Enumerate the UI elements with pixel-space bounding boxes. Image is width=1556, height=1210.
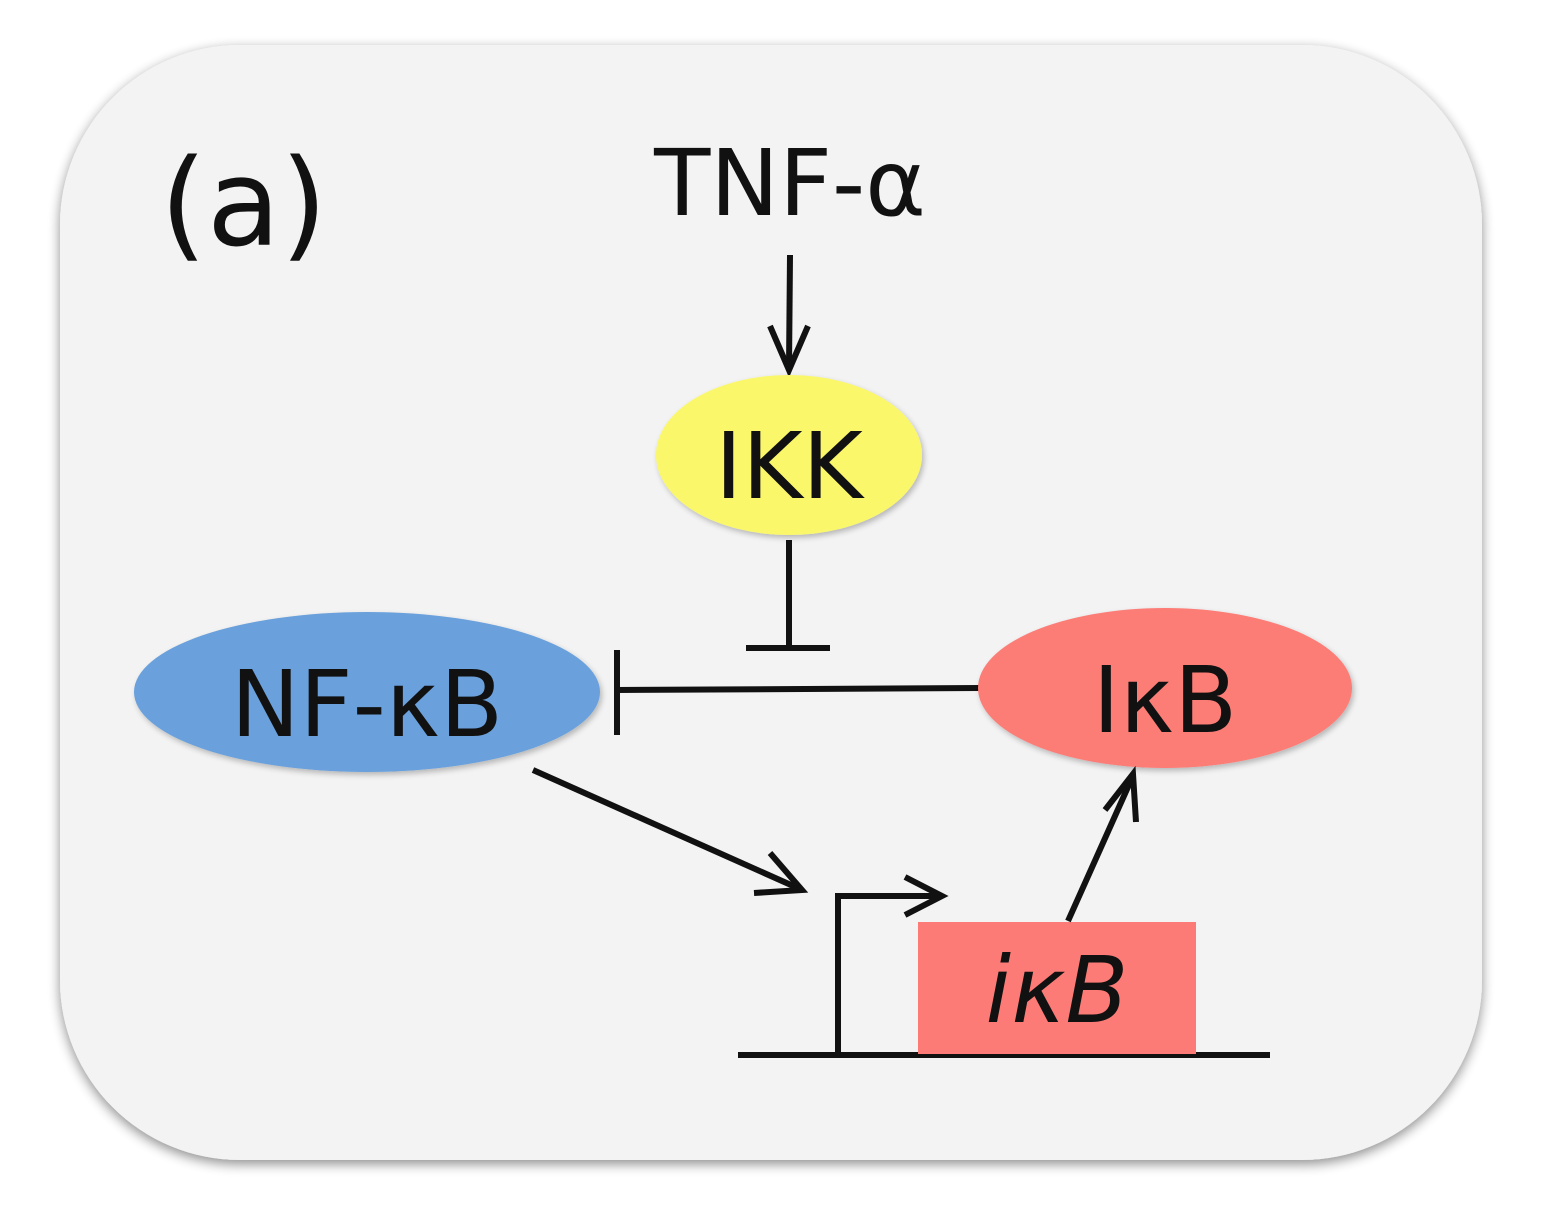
- ikb-gene-box: [918, 922, 1196, 1054]
- nfkb-label: NF-κB: [231, 651, 503, 758]
- ikb-protein-label: IκB: [1093, 647, 1237, 754]
- node-ikk: IKK: [656, 375, 922, 535]
- ikb-ellipse: [978, 608, 1352, 768]
- nfkb-ellipse: [134, 612, 600, 772]
- ikk-label: IKK: [715, 413, 865, 520]
- node-nfkb: NF-κB: [134, 612, 600, 772]
- promoter-arrow: [835, 874, 949, 1055]
- edge-ikk-inhibits: [746, 540, 830, 651]
- edge-ikb-inhibits-nfkb: [614, 650, 981, 735]
- panel-label: (a): [160, 135, 327, 274]
- edge-tnf-to-ikk: [767, 254, 811, 378]
- ikk-ellipse: [656, 375, 922, 535]
- node-ikb-gene: iκB: [918, 922, 1196, 1054]
- edge-nfkb-to-promoter: [531, 767, 809, 896]
- node-ikb-protein: IκB: [978, 608, 1352, 768]
- panel-background: [60, 45, 1482, 1160]
- ikb-gene-label: iκB: [986, 937, 1129, 1044]
- edge-gene-to-protein: [1065, 765, 1139, 923]
- stimulus-label: TNF-α: [653, 130, 926, 237]
